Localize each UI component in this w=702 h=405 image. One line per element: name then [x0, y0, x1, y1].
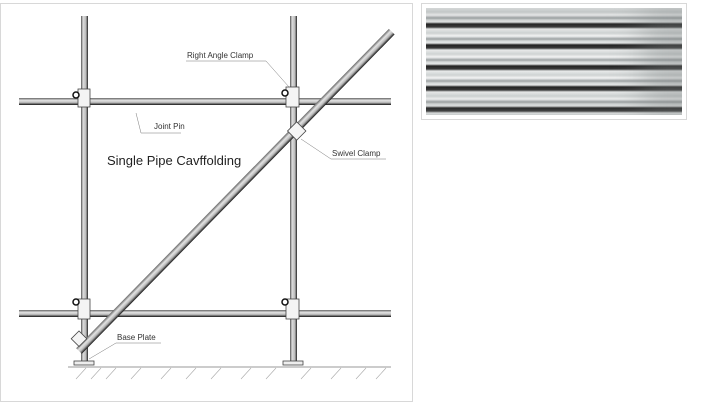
right-angle-clamp: [285, 298, 300, 320]
diagram-title: Single Pipe Cavffolding: [107, 153, 241, 168]
horizontal-pipe: [19, 98, 391, 105]
right-angle-clamp: [77, 88, 91, 108]
base-plate: [73, 360, 95, 366]
right-angle-clamp: [285, 86, 300, 108]
scaffolding-diagram-panel: Right Angle Clamp Joint Pin Swivel Clamp…: [0, 3, 413, 402]
horizontal-pipe: [19, 310, 391, 317]
label-base-plate: Base Plate: [117, 333, 156, 342]
label-right-angle-clamp: Right Angle Clamp: [187, 51, 254, 60]
pipe-stack-photo: [426, 8, 682, 115]
swivel-clamp: [286, 121, 307, 141]
label-joint-pin: Joint Pin: [154, 122, 185, 131]
vertical-pipe: [81, 16, 88, 361]
pipe-photo-panel: [421, 3, 687, 120]
diagonal-brace-pipe: [76, 28, 395, 354]
vertical-pipe: [290, 16, 297, 361]
base-plate: [282, 360, 304, 366]
swivel-clamp: [70, 330, 88, 348]
ground-hatching: [75, 367, 387, 380]
label-swivel-clamp: Swivel Clamp: [332, 149, 381, 158]
right-angle-clamp: [77, 298, 91, 320]
scaffolding-diagram: Right Angle Clamp Joint Pin Swivel Clamp…: [19, 16, 395, 380]
